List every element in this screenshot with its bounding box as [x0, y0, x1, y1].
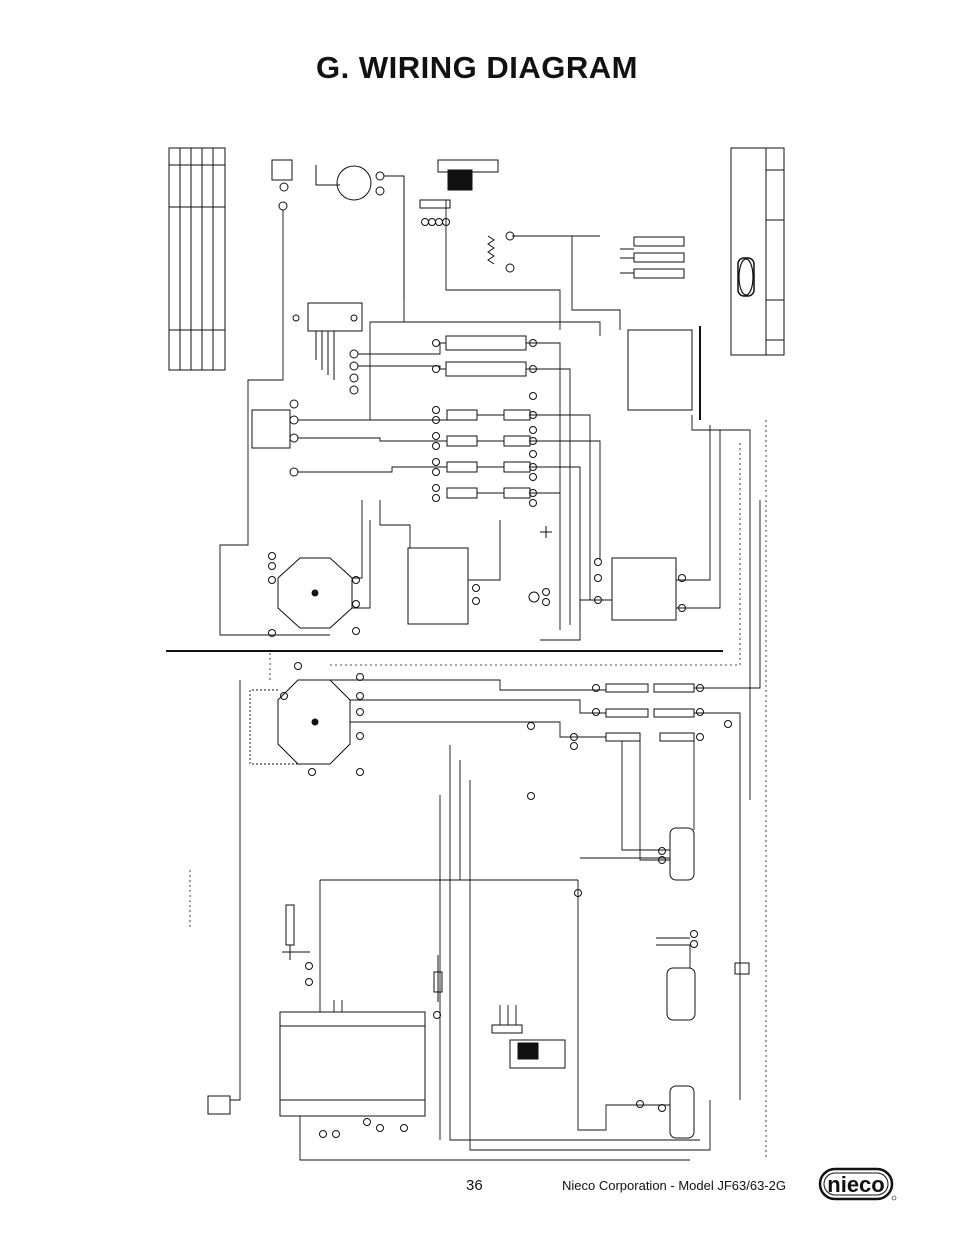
legend-table [168, 147, 226, 371]
diagram-logo [738, 258, 754, 296]
title-block [730, 147, 785, 356]
nieco-logo: nieco [818, 1167, 897, 1201]
page-number: 36 [466, 1177, 483, 1194]
upper-components [251, 159, 701, 629]
lower-components [207, 679, 750, 1139]
dashed-wires [189, 420, 767, 1160]
logo-text: nieco [827, 1172, 884, 1197]
wires [219, 200, 761, 1161]
company-model: Nieco Corporation - Model JF63/63-2G [562, 1178, 786, 1193]
page-title: G. WIRING DIAGRAM [316, 50, 638, 85]
terminal-markers [268, 339, 732, 1138]
